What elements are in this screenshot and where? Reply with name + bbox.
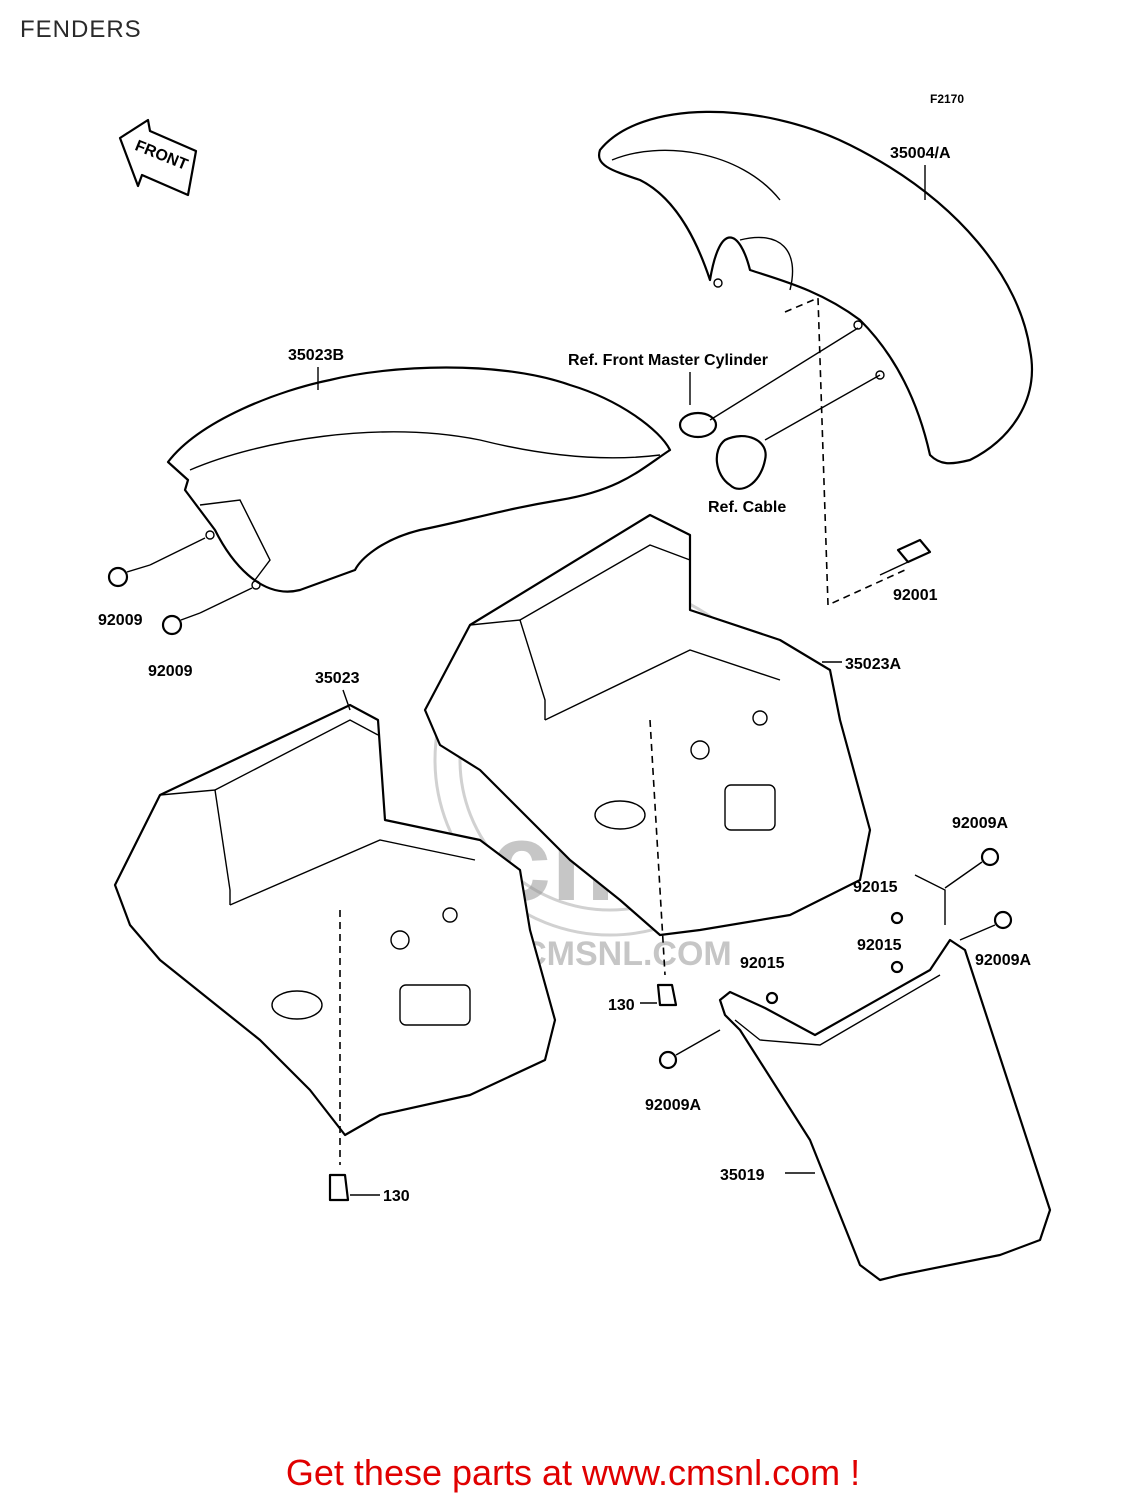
mud-flap-part: [718, 874, 1052, 1282]
front-fender-part: [597, 110, 1033, 465]
page-title: FENDERS: [20, 16, 142, 43]
bolt-92009-upper-icon: [107, 537, 206, 588]
bolt-92001-icon: [879, 538, 932, 576]
master-cylinder-ref: [678, 327, 859, 439]
callout-35023: 35023: [315, 670, 360, 687]
rear-fender-a-part: [423, 513, 872, 937]
diagram-code: F2170: [930, 92, 964, 106]
fenders-parts-diagram: cms WWW.CMSNL.COM FRONT F2170 35004/A Re…: [98, 92, 1052, 1282]
ref-master-cylinder: Ref. Front Master Cylinder: [568, 352, 768, 369]
callout-92009-lower: 92009: [148, 663, 193, 680]
callout-130-b: 130: [383, 1188, 410, 1205]
seat-cover-part: [166, 366, 672, 593]
callout-35004A: 35004/A: [890, 145, 951, 162]
front-arrow-icon: FRONT: [118, 118, 198, 197]
bolt-92009-lower-icon: [161, 587, 253, 636]
callout-92009A-bottom: 92009A: [645, 1097, 701, 1114]
bolt-130-a-icon: [656, 983, 678, 1007]
callout-92009A-right: 92009A: [975, 952, 1031, 969]
callout-92015-c: 92015: [740, 955, 785, 972]
bolt-130-b-icon: [328, 1173, 350, 1202]
ref-cable: Ref. Cable: [708, 499, 786, 516]
bolt-92009A-top-icon: [944, 847, 1000, 889]
callout-35023A: 35023A: [845, 656, 901, 673]
callout-92015-a: 92015: [853, 879, 898, 896]
cable-ref: [715, 374, 881, 490]
callout-92009A-top: 92009A: [952, 815, 1008, 832]
bolt-92009A-bottom-icon: [658, 1029, 721, 1070]
callout-130-a: 130: [608, 997, 635, 1014]
callout-35019: 35019: [720, 1167, 765, 1184]
callout-92015-b: 92015: [857, 937, 902, 954]
footer-link[interactable]: Get these parts at www.cmsnl.com !: [285, 1452, 861, 1493]
callout-92009-upper: 92009: [98, 612, 143, 629]
rear-fender-part: [113, 703, 557, 1137]
bolt-92009A-right-icon: [959, 910, 1013, 941]
callout-35023B: 35023B: [288, 347, 344, 364]
callout-92001: 92001: [893, 587, 938, 604]
